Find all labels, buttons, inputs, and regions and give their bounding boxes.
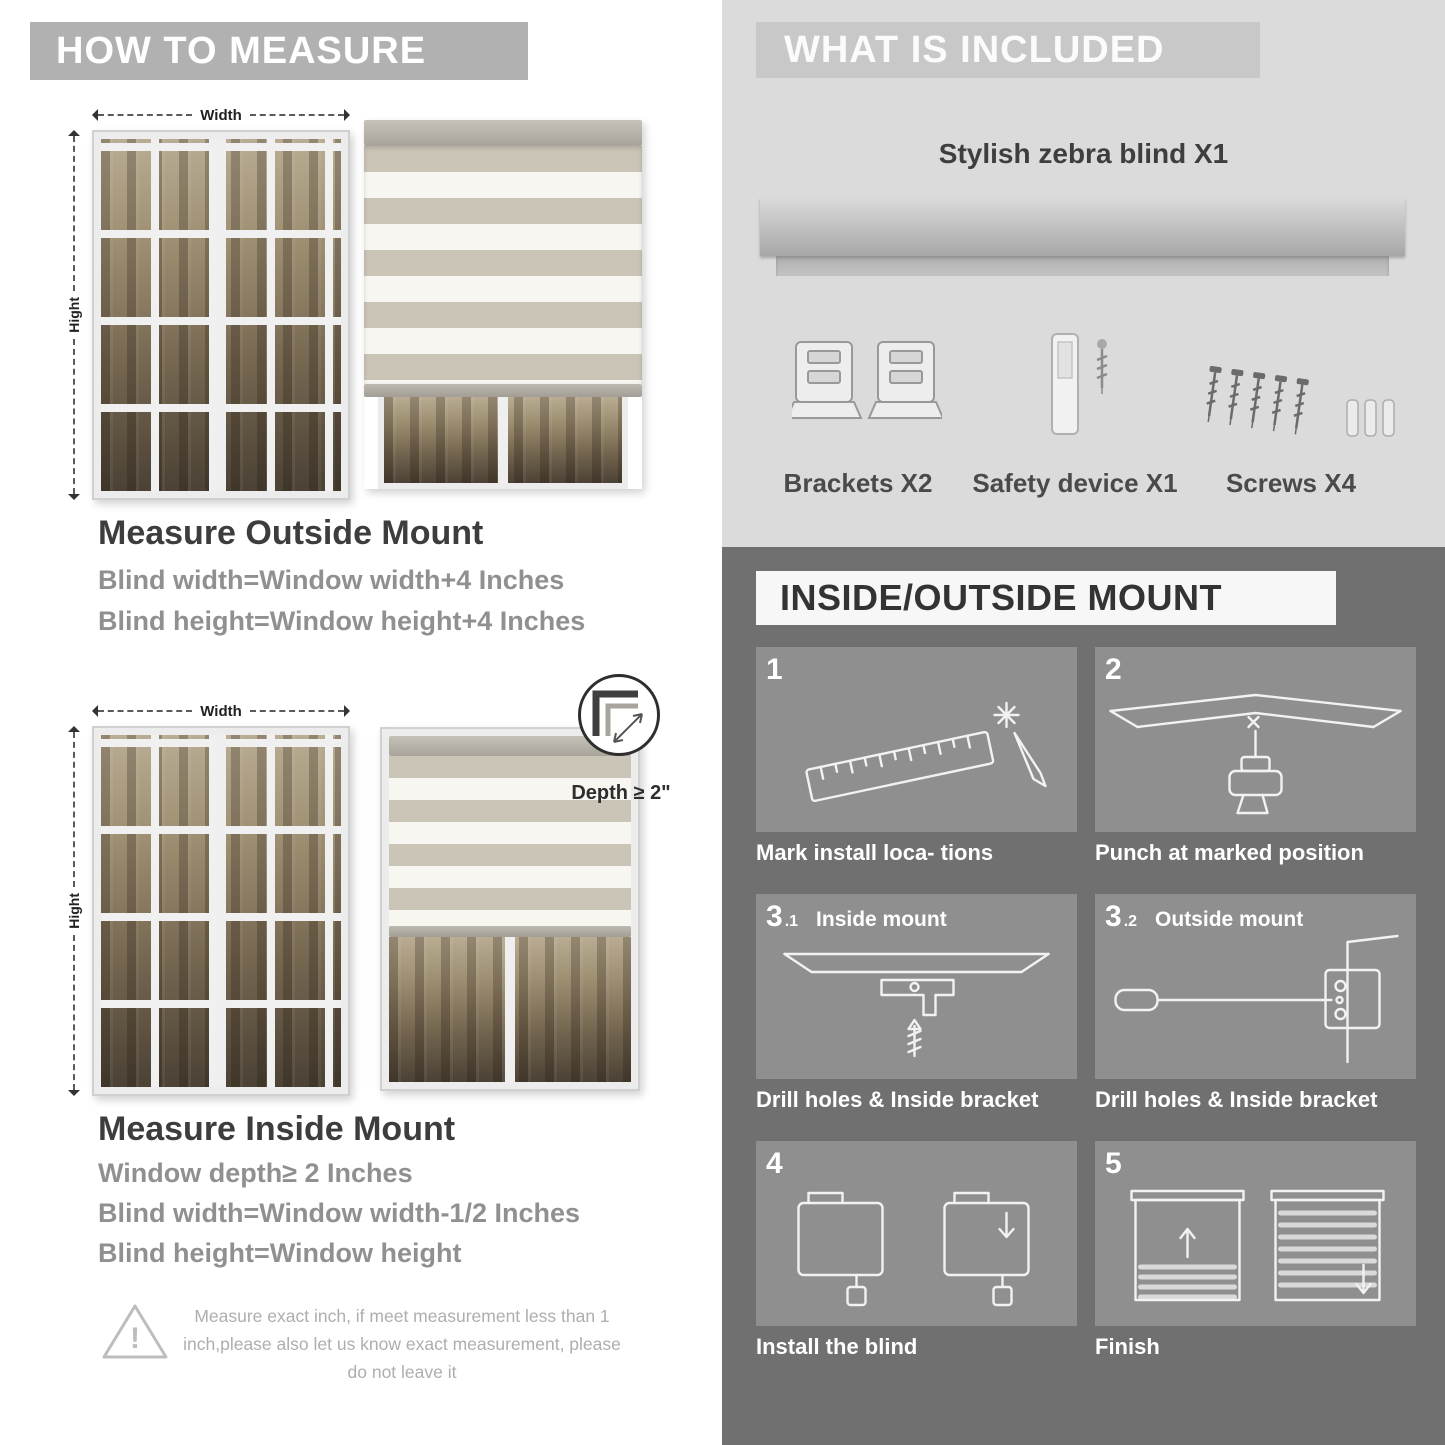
step-number: 1 [766,653,783,686]
screws-icon [1206,366,1395,437]
step-subnumber: .2 [1123,913,1138,930]
step-number: 3 [1105,900,1122,933]
mount-instructions-section: INSIDE/OUTSIDE MOUNT 1 [722,547,1445,1445]
blind-bottom-rail [364,384,642,397]
arrow-down-icon [68,494,80,501]
window-panes [101,735,341,1087]
height-arrow: Hight [62,726,86,1097]
blind-cassette [364,120,642,146]
inside-mount-line-3: Blind height=Window height [98,1238,462,1268]
window-panes [101,139,341,491]
step-title: Outside mount [1155,908,1304,931]
drill-illustration [1109,693,1402,815]
arrow-right-icon [344,109,351,121]
zebra-blind-outside-illustration [364,120,642,489]
arrow-left-icon [92,109,98,121]
height-label: Hight [66,893,82,929]
mark-location-illustration [805,701,1047,803]
step-caption: Mark install loca- tions [756,840,994,865]
outside-mount-title: Measure Outside Mount [98,514,484,552]
arrow-right-icon [344,705,351,717]
height-arrow: Hight [62,130,86,501]
brackets-icon [792,341,942,419]
step-number: 4 [766,1147,783,1180]
depth-callout-circle [578,674,660,756]
step-5: 5 [1095,1141,1416,1360]
measure-note: Measure exact inch, if meet measurement … [183,1306,621,1382]
zebra-blind-headrail-illustration [760,198,1405,276]
step-caption: Finish [1095,1334,1160,1359]
blind-label: Stylish zebra blind X1 [938,138,1229,169]
width-arrow: Width [92,700,351,722]
warning-triangle-icon: ! [102,1304,168,1359]
window-below-blind [378,397,628,489]
step-subnumber: .1 [784,913,799,930]
step-4: 4 [756,1141,1077,1360]
outside-mount-line-1: Blind width=Window width+4 Inches [98,565,565,595]
inside-mount-title: Measure Inside Mount [98,1110,456,1148]
window-photo [92,726,350,1096]
brackets-label: Brackets X2 [783,468,933,498]
safety-device-label: Safety device X1 [972,468,1178,498]
step-number: 5 [1105,1147,1122,1180]
inside-window-figure: Width Hight [62,700,351,1097]
how-to-measure-header: HOW TO MEASURE [30,22,528,80]
warning-mark: ! [130,1322,140,1355]
window-with-inside-blind [380,727,640,1091]
step-caption: Punch at marked position [1095,840,1364,865]
what-is-included-section: WHAT IS INCLUDED Stylish zebra blind X1 [722,0,1445,547]
step-3-1: 3 .1 Inside mount [756,894,1077,1113]
step-number: 2 [1105,653,1122,686]
step-3-2: 3 .2 Outside mount [1095,894,1416,1113]
blind-bottom-rail [389,926,631,937]
window-corner-depth-icon [592,690,643,743]
window-panes [389,937,631,1082]
step-1: 1 [756,647,1077,866]
arrow-up-icon [68,130,80,136]
step-title: Inside mount [816,908,947,931]
step-caption: Drill holes & Inside bracket [1095,1087,1378,1112]
blind-stripes [364,146,642,384]
width-label: Width [200,702,242,720]
height-label: Hight [66,297,82,333]
step-2: 2 Pu [1095,647,1416,866]
mount-section-header: INSIDE/OUTSIDE MOUNT [756,571,1336,625]
inside-mount-line-2: Blind width=Window width-1/2 Inches [98,1198,581,1228]
step-caption: Drill holes & Inside bracket [756,1087,1039,1112]
mount-steps-grid: 1 [756,647,1416,1388]
arrow-left-icon [92,705,98,717]
outside-mount-line-2: Blind height=Window height+4 Inches [98,606,586,636]
blind-stripes [389,756,631,926]
arrow-up-icon [68,726,80,732]
step-number: 3 [766,900,783,933]
what-is-included-header: WHAT IS INCLUDED [756,22,1260,78]
depth-label: Depth ≥ 2" [571,782,671,804]
step-caption: Install the blind [756,1334,918,1359]
width-label: Width [200,106,242,124]
blind-cassette [389,736,631,756]
width-arrow: Width [92,104,351,126]
arrow-down-icon [68,1090,80,1097]
outside-window-figure: Width Hight [62,104,351,501]
window-photo [92,130,350,500]
screws-label: Screws X4 [1225,468,1357,498]
safety-device-icon [1051,333,1108,435]
inside-mount-line-1: Window depth≥ 2 Inches [98,1158,413,1188]
finish-illustration [1130,1189,1385,1302]
install-blind-illustration [797,1191,1030,1307]
inside-bracket-illustration [783,952,1050,1058]
outside-bracket-illustration [1114,934,1399,1064]
